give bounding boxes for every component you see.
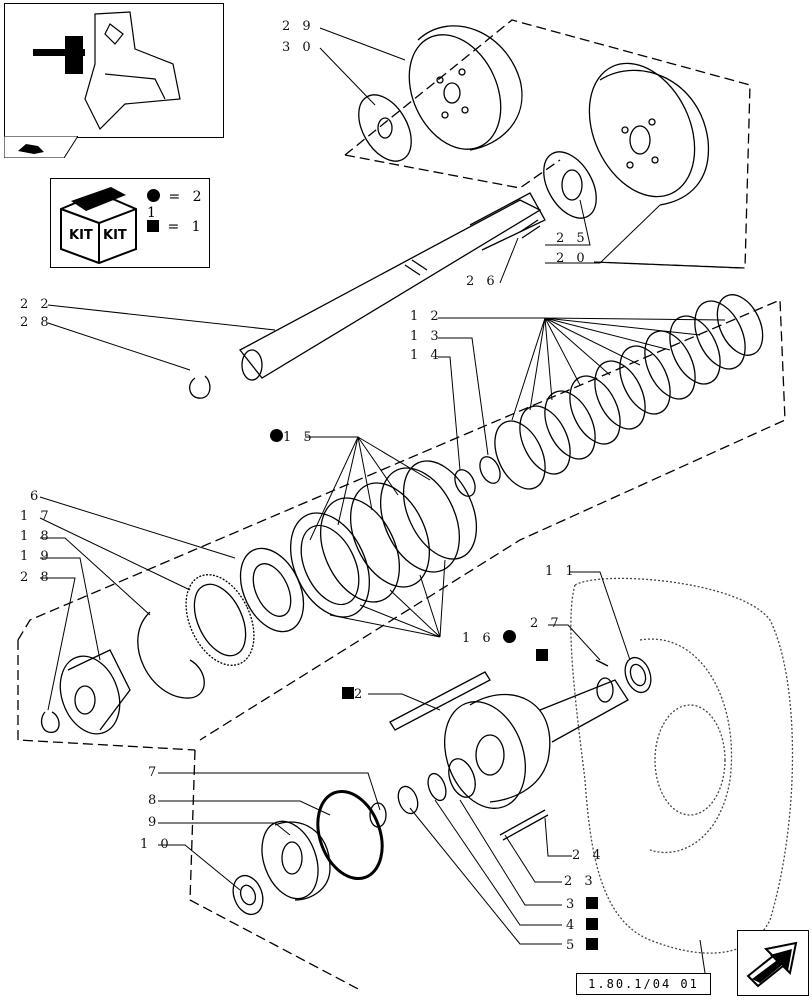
next-page-button[interactable] <box>737 930 809 996</box>
assembly-thumbnail <box>4 3 224 138</box>
pinion-part-4 <box>448 758 476 798</box>
callout-7: 7 <box>148 765 161 780</box>
callout-22: 2 2 <box>20 297 53 312</box>
square-symbol-icon <box>147 220 159 232</box>
square-symbol-icon <box>536 649 548 661</box>
callout-9: 9 <box>148 815 161 830</box>
callout-15: 1 5 <box>270 429 316 445</box>
square-symbol-icon <box>586 938 599 950</box>
callout-11: 1 1 <box>545 564 578 579</box>
arrow-icon <box>746 941 798 988</box>
callout-19: 1 9 <box>20 549 53 564</box>
square-symbol-icon <box>342 687 354 699</box>
spring-stack-part-12 <box>494 294 764 490</box>
kit-square-value: = 1 <box>167 219 205 235</box>
svg-text:KIT: KIT <box>103 228 127 243</box>
dot-symbol-icon <box>502 630 516 643</box>
gear-ring-part-17 <box>185 574 255 666</box>
snap-ring-part-18 <box>137 611 205 699</box>
disc-part-30 <box>358 94 412 162</box>
callout-6: 6 <box>30 489 43 504</box>
ring-part-14 <box>454 469 476 497</box>
square-symbol-icon <box>586 918 599 930</box>
callout-16: 1 6 <box>462 630 516 646</box>
hub-part-19 <box>59 649 131 735</box>
callout-12: 1 2 <box>410 309 443 324</box>
ring-part-13 <box>479 456 501 484</box>
ring-part-5 <box>427 772 447 802</box>
callout-29: 2 9 <box>282 19 315 34</box>
callout-18: 1 8 <box>20 529 53 544</box>
callout-26: 2 6 <box>466 274 499 289</box>
clutch-pack-part-15-16 <box>290 460 478 618</box>
callout-5: 5 <box>566 938 599 953</box>
callout-28b: 2 8 <box>20 570 53 585</box>
dot-symbol-icon <box>270 429 283 442</box>
circlip-part-28b <box>40 711 60 733</box>
square-symbol-icon <box>586 897 599 909</box>
callout-10: 1 0 <box>140 837 173 852</box>
dot-symbol-icon <box>147 189 160 202</box>
washer-part-25 <box>543 151 597 219</box>
callout-8: 8 <box>148 793 161 808</box>
housing-outline <box>570 577 794 954</box>
callout-14: 1 4 <box>410 348 443 363</box>
shaft-part-22 <box>239 192 546 381</box>
callout-20: 2 0 <box>556 251 589 266</box>
callout-25: 2 5 <box>556 231 589 246</box>
callout-17: 1 7 <box>20 509 53 524</box>
circlip-part-28a <box>189 375 211 399</box>
kit-icon: KIT KIT <box>60 187 137 265</box>
callout-23: 2 3 <box>564 874 597 889</box>
shaft-part-2 <box>389 671 491 731</box>
callout-4: 4 <box>566 918 599 933</box>
reference-code-box[interactable]: 1.80.1/04 01 <box>576 973 711 995</box>
kit-dot-value: = 2 1 <box>147 189 206 221</box>
callout-2: 2 <box>342 687 366 702</box>
callout-13: 1 3 <box>410 329 443 344</box>
callout-28a: 2 8 <box>20 315 53 330</box>
pin-part-26 <box>519 219 541 239</box>
kit-legend-box: KIT KIT = 2 1 = 1 <box>50 178 210 268</box>
planet-carrier-part-3 <box>443 677 629 809</box>
svg-text:KIT: KIT <box>69 228 93 243</box>
callout-24: 2 4 <box>572 848 605 863</box>
callout-3: 3 <box>566 897 599 912</box>
callout-30: 3 0 <box>282 40 315 55</box>
pin-part-27 <box>595 659 609 667</box>
pin-part-24 <box>499 809 549 841</box>
callout-27: 2 7 <box>530 616 563 631</box>
bearing-cap-part-9 <box>261 820 331 901</box>
thumbnail-tab <box>3 135 79 159</box>
o-ring-part-8 <box>316 789 384 881</box>
drum-part-29 <box>408 25 523 151</box>
callout-27-square <box>536 649 548 664</box>
ring-part-11 <box>624 656 652 694</box>
drum-part-20 <box>588 62 710 206</box>
washer-part-10 <box>232 874 264 916</box>
plate-part-6 <box>239 547 305 633</box>
